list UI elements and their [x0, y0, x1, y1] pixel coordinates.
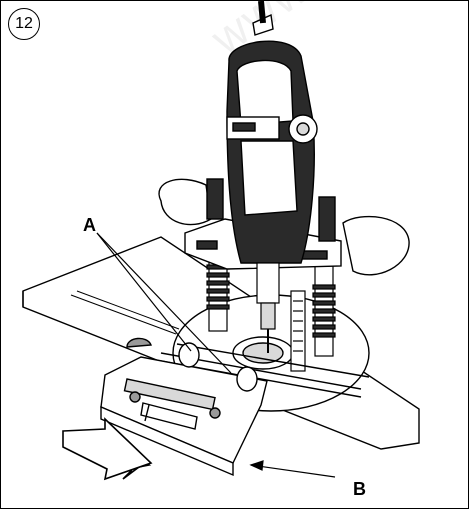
callout-lines — [96, 232, 336, 478]
step-number-badge: 12 — [8, 8, 40, 40]
edge-guide — [100, 337, 370, 477]
router-collet — [256, 262, 280, 353]
router-handles — [158, 178, 410, 276]
callout-b-label: B — [353, 479, 366, 499]
callout-a-label: A — [83, 215, 96, 235]
rotary-tool-body — [226, 1, 318, 264]
